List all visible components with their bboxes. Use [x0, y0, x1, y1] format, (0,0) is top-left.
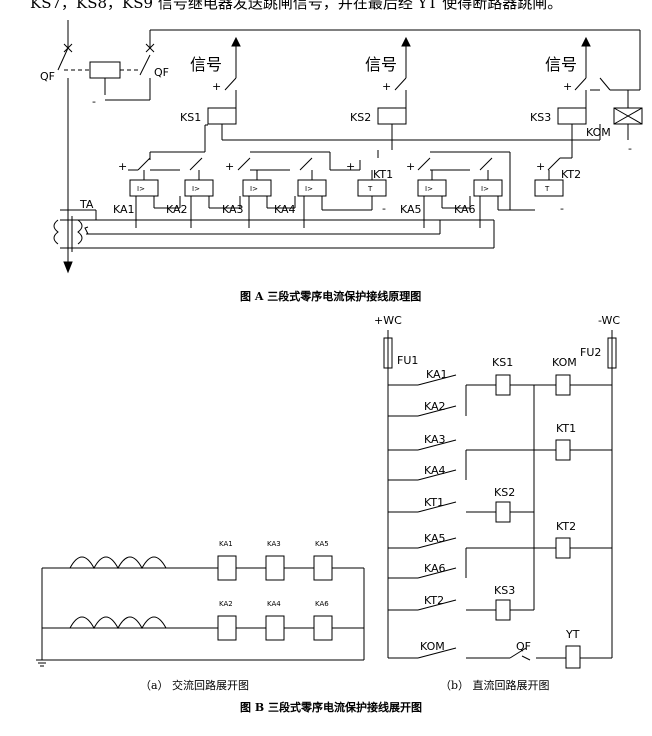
figa-kt1-label: KT1 — [373, 168, 393, 181]
figa-ks1-label: KS1 — [180, 111, 201, 124]
figb-fu1: FU1 — [397, 354, 418, 367]
figb-ac-ka1: KA1 — [219, 540, 233, 548]
figb-kt2-coil: KT2 — [556, 520, 576, 533]
figb-qf: QF — [516, 640, 531, 653]
figb-caption: 图 B 三段式零序电流保护接线展开图 — [240, 700, 422, 714]
figb-kt1: KT1 — [424, 496, 444, 509]
top-line-text: KS7，KS8，KS9 信号继电器发送跳闸信号，并在最后经 YT 使得断路器跳闸… — [30, 0, 562, 12]
figb-ac-ka3: KA3 — [267, 540, 281, 548]
figa-relay-ka2: I> — [192, 185, 200, 193]
figa-ka1-label: KA1 — [113, 203, 135, 216]
figa-signal-2: 信号 — [365, 55, 397, 74]
figa-relay-ka1: I> — [137, 185, 145, 193]
figa-minus-right: - — [628, 142, 632, 155]
figb-sub-a-caption: （a） 交流回路展开图 — [140, 678, 249, 692]
figa-ka2-label: KA2 — [166, 203, 188, 216]
figb-ks3: KS3 — [494, 584, 515, 597]
figa-minus-kt1: - — [382, 202, 386, 215]
figa-qf-right: QF — [154, 66, 169, 79]
figure-b-ac-circuit — [36, 555, 365, 667]
figa-relay-kt1: T — [367, 185, 373, 193]
figa-plus-1: + — [212, 80, 221, 93]
figb-ka2: KA2 — [424, 400, 446, 413]
figa-caption: 图 A 三段式零序电流保护接线原理图 — [240, 289, 421, 303]
figb-ka6: KA6 — [424, 562, 446, 575]
figa-ks2-label: KS2 — [350, 111, 371, 124]
figa-minus-left: - — [92, 95, 96, 108]
figa-qf-left: QF — [40, 70, 55, 83]
figa-signal-3: 信号 — [545, 55, 577, 74]
figb-ac-ka6: KA6 — [315, 600, 329, 608]
figa-plus-row-4: + — [406, 160, 415, 173]
figa-plus-2: + — [382, 80, 391, 93]
figb-kt2: KT2 — [424, 594, 444, 607]
figa-ka6-label: KA6 — [454, 203, 476, 216]
figa-relay-ka5: I> — [425, 185, 433, 193]
figb-minus-wc: -WC — [598, 314, 620, 327]
figb-yt: YT — [565, 628, 580, 641]
figa-plus-row-3: + — [346, 160, 355, 173]
figb-ks2: KS2 — [494, 486, 515, 499]
figa-plus-row-2: + — [225, 160, 234, 173]
figa-ka5-label: KA5 — [400, 203, 422, 216]
figb-ka3: KA3 — [424, 433, 446, 446]
figb-kom-coil: KOM — [552, 356, 577, 369]
figa-relay-ka6: I> — [481, 185, 489, 193]
figa-relay-kt2: T — [544, 185, 550, 193]
figure-a-schematic — [53, 20, 643, 274]
figure-b-dc-circuit — [383, 330, 617, 669]
figb-kom-contact: KOM — [420, 640, 445, 653]
figa-kom-label: KOM — [586, 126, 611, 139]
figa-plus-row-5: + — [536, 160, 545, 173]
figb-ac-ka2: KA2 — [219, 600, 233, 608]
figb-ac-ka5: KA5 — [315, 540, 329, 548]
figa-kt2-label: KT2 — [561, 168, 581, 181]
figa-relay-ka3: I> — [250, 185, 258, 193]
figb-ka4: KA4 — [424, 464, 446, 477]
figa-relay-ka4: I> — [305, 185, 313, 193]
figb-sub-b-caption: （b） 直流回路展开图 — [440, 678, 550, 692]
figa-ks3-label: KS3 — [530, 111, 551, 124]
figa-minus-kt2: - — [560, 202, 564, 215]
figa-ta-label: TA — [79, 198, 94, 211]
figa-ka4-label: KA4 — [274, 203, 296, 216]
figb-ka5: KA5 — [424, 532, 446, 545]
figb-kt1-coil: KT1 — [556, 422, 576, 435]
figb-ks1: KS1 — [492, 356, 513, 369]
figa-signal-1: 信号 — [190, 55, 222, 74]
figb-ac-ka4: KA4 — [267, 600, 281, 608]
figa-ka3-label: KA3 — [222, 203, 244, 216]
figa-plus-row-1: + — [118, 160, 127, 173]
figb-ka1: KA1 — [426, 368, 448, 381]
figa-plus-3: + — [563, 80, 572, 93]
figb-fu2: FU2 — [580, 346, 601, 359]
figb-plus-wc: +WC — [374, 314, 402, 327]
